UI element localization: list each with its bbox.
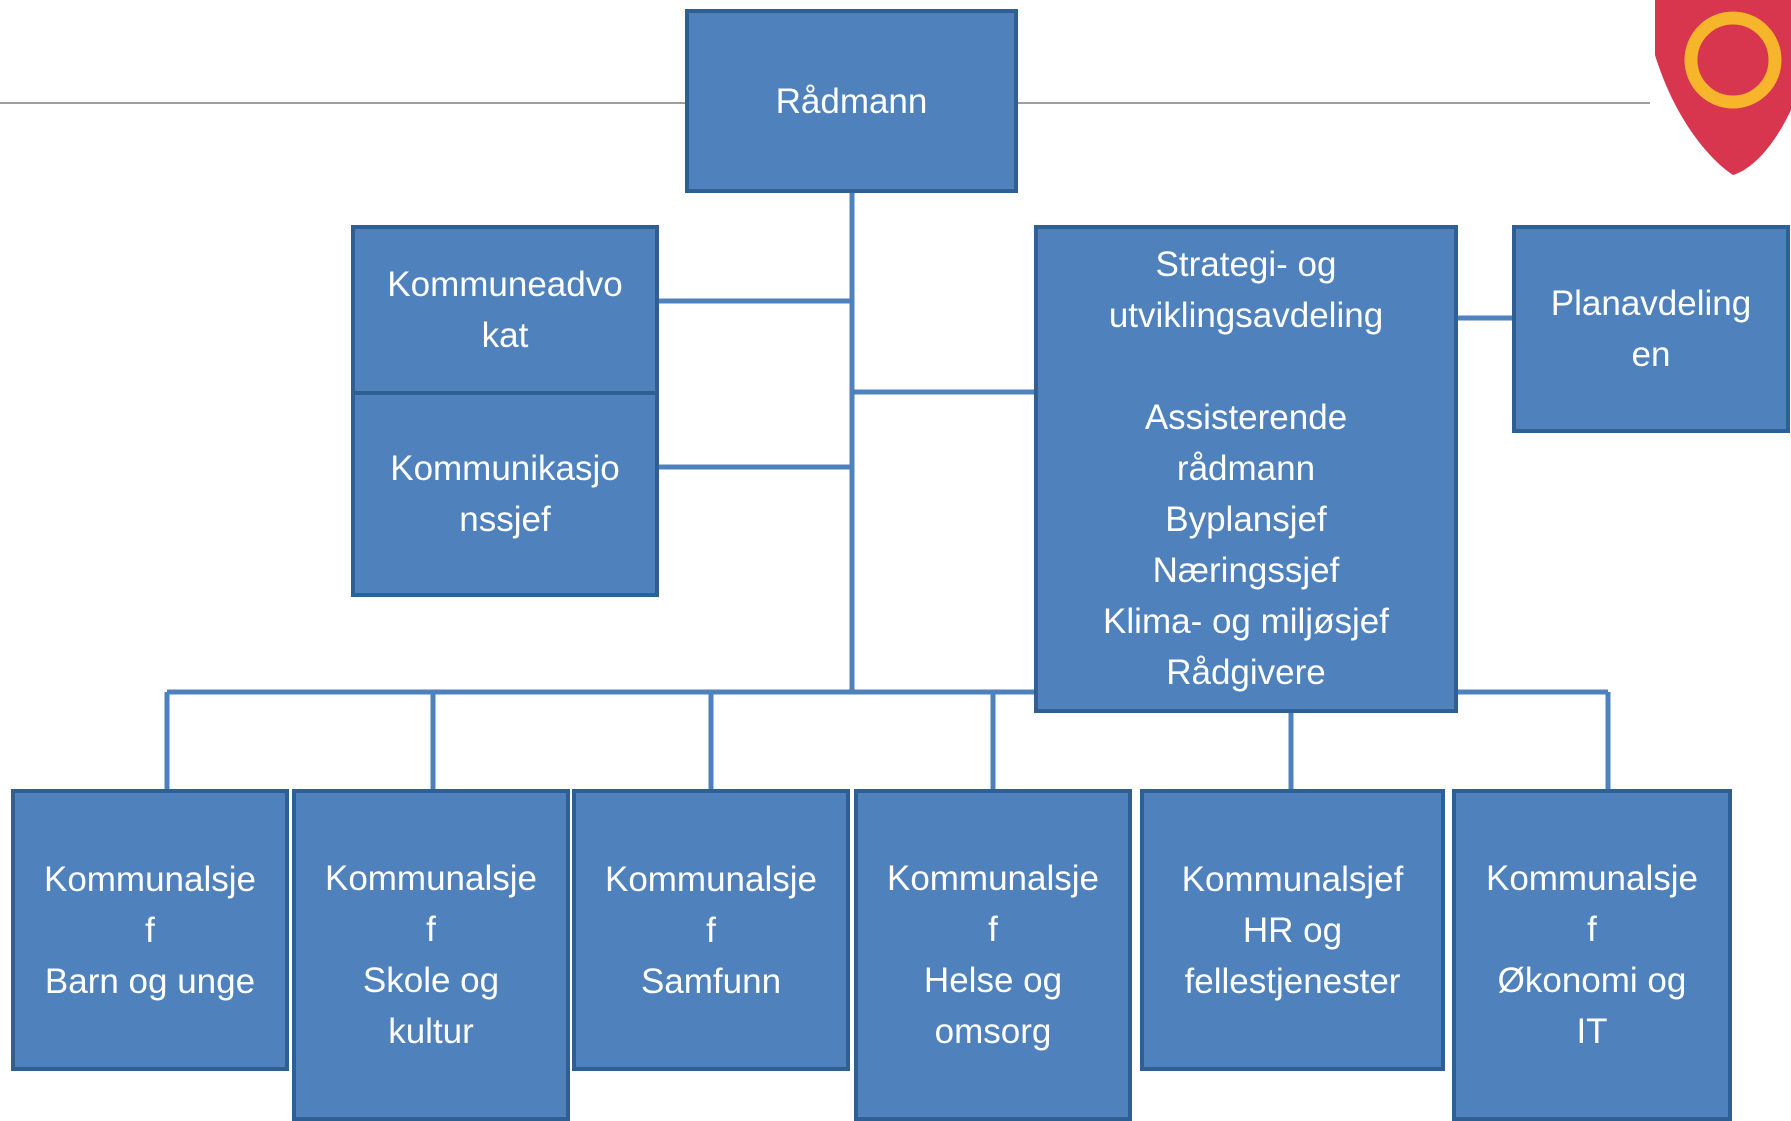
- department-line: f: [988, 910, 998, 949]
- department-line: Kommunalsje: [43, 859, 257, 899]
- department-line: Kommunalsjef: [1181, 859, 1404, 899]
- staff-line: Kommuneadvo: [387, 265, 623, 304]
- department-line: Kommunalsje: [324, 859, 538, 898]
- department-line: Økonomi og: [1497, 961, 1687, 1000]
- logo-ring-icon: [1684, 11, 1782, 109]
- department-line: f: [426, 910, 436, 949]
- department-line: fellestjenester: [1184, 961, 1401, 1001]
- strategy-role-line: Assisterende: [1144, 398, 1348, 437]
- staff-line: nssjef: [459, 500, 551, 539]
- department-line: Barn og unge: [44, 961, 256, 1001]
- planavdelingen-box: Planavdeling en: [1512, 225, 1790, 433]
- strategy-role-line: Klima- og miljøsjef: [1103, 602, 1389, 641]
- municipal-shield-logo: [1655, 0, 1791, 175]
- radmann-box: Rådmann: [685, 9, 1018, 193]
- department-box-hr-og-fellestjenester: Kommunalsjef HR og fellestjenester: [1140, 789, 1445, 1071]
- strategy-role-line: Byplansjef: [1165, 500, 1327, 539]
- kommunikasjonssjef-box: Kommunikasjo nssjef: [351, 391, 659, 597]
- department-line: f: [706, 910, 716, 950]
- department-line: Skole og: [362, 961, 500, 1000]
- staff-line: Kommunikasjo: [390, 449, 620, 488]
- department-line: Helse og: [923, 961, 1063, 1000]
- department-line: Kommunalsje: [1485, 859, 1699, 898]
- department-line: Kommunalsje: [886, 859, 1100, 898]
- department-line: HR og: [1242, 910, 1343, 950]
- department-line: f: [1587, 910, 1597, 949]
- strategy-heading-line: Strategi- og: [1155, 245, 1337, 284]
- department-line: omsorg: [934, 1012, 1052, 1051]
- kommuneadvokat-box: Kommuneadvo kat: [351, 225, 659, 395]
- strategy-role-line: rådmann: [1176, 449, 1316, 488]
- strategy-role-line: Næringssjef: [1152, 551, 1340, 590]
- strategy-role-line: Rådgivere: [1166, 653, 1326, 692]
- radmann-line: Rådmann: [775, 81, 928, 121]
- department-line: kultur: [388, 1012, 474, 1051]
- staff-line: kat: [481, 316, 529, 355]
- strategy-heading-line: utviklingsavdeling: [1108, 296, 1384, 335]
- department-line: Samfunn: [640, 961, 782, 1001]
- department-line: Kommunalsje: [604, 859, 818, 899]
- planavdeling-line: en: [1631, 335, 1671, 374]
- department-line: f: [145, 910, 155, 950]
- department-line: IT: [1576, 1012, 1608, 1051]
- planavdeling-line: Planavdeling: [1550, 284, 1752, 323]
